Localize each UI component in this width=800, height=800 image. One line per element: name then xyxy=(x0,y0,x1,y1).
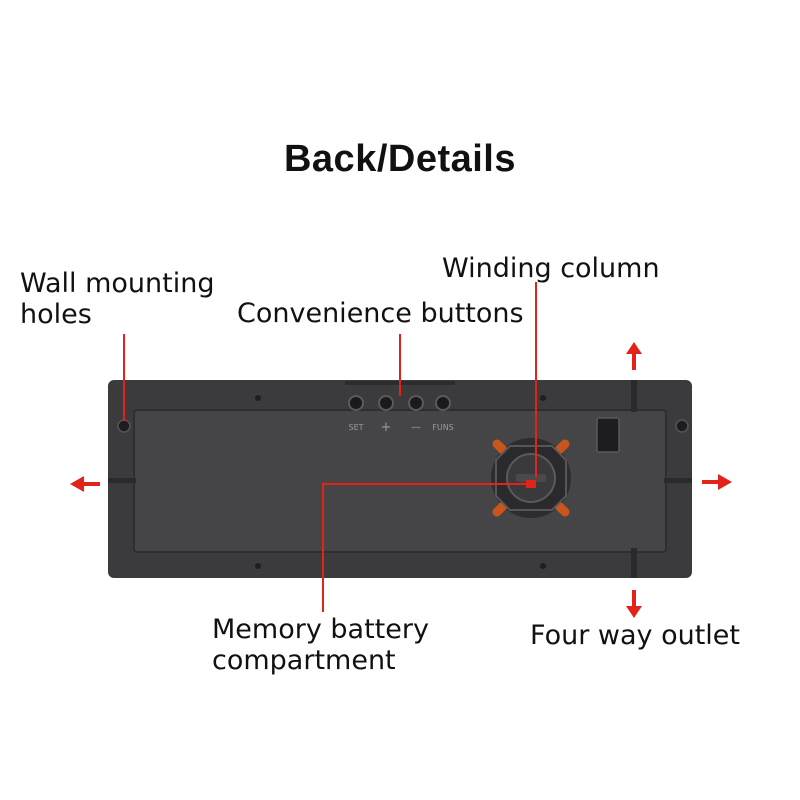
set-button-label: SET xyxy=(348,423,363,432)
top-right-slot xyxy=(631,380,637,412)
wall-mounting-holes-label-line2: holes xyxy=(20,299,92,330)
left-slot xyxy=(108,478,136,483)
bottom-right-slot xyxy=(631,548,637,578)
minus-button[interactable] xyxy=(408,395,424,411)
memory-battery-compartment-label: Memory battery compartment xyxy=(212,614,429,676)
arrow-right-icon xyxy=(702,474,732,490)
wall-mounting-holes-label: Wall mounting holes xyxy=(20,268,214,330)
plus-button-label: + xyxy=(381,420,392,435)
funs-button-label: FUNS xyxy=(432,423,454,432)
arrow-down-icon xyxy=(626,590,642,618)
right-mounting-hole xyxy=(675,419,689,433)
wall-mounting-holes-label-line1: Wall mounting xyxy=(20,268,215,299)
screw-dot xyxy=(255,563,261,569)
battery-compartment[interactable] xyxy=(491,438,571,518)
screw-dot xyxy=(255,395,261,401)
funs-button[interactable] xyxy=(435,395,451,411)
memory-battery-compartment-label-line1: Memory battery xyxy=(212,614,429,645)
device-panel xyxy=(133,409,667,553)
convenience-buttons-label: Convenience buttons xyxy=(237,298,524,329)
arrow-up-icon xyxy=(626,342,642,370)
page-title: Back/Details xyxy=(283,138,516,180)
battery-leader xyxy=(322,483,531,612)
arrow-left-icon xyxy=(70,476,100,492)
memory-battery-compartment-label-line2: compartment xyxy=(212,645,396,676)
winding-column-label: Winding column xyxy=(442,253,660,284)
minus-button-label: — xyxy=(411,422,421,433)
right-slot xyxy=(664,478,692,483)
screw-dot xyxy=(540,395,546,401)
set-button[interactable] xyxy=(348,395,364,411)
left-mounting-hole xyxy=(117,419,131,433)
battery-leader-end xyxy=(526,480,536,488)
power-outlet-port xyxy=(596,417,620,453)
plus-button[interactable] xyxy=(378,395,394,411)
screw-dot xyxy=(540,563,546,569)
four-way-outlet-label: Four way outlet xyxy=(530,620,740,651)
